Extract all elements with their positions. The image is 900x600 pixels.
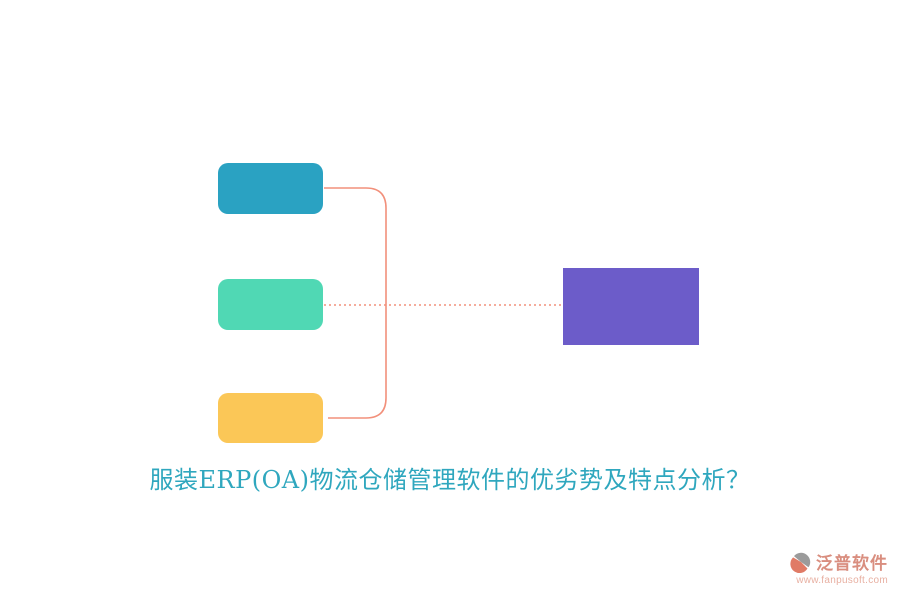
node-middle [218, 279, 323, 330]
brand-row: 泛普软件 [790, 549, 888, 574]
node-top [218, 163, 323, 214]
brand-name: 泛普软件 [816, 554, 888, 574]
node-bottom [218, 393, 323, 443]
bracket-connector [324, 187, 387, 419]
brand-watermark: 泛普软件 www.fanpusoft.com [790, 549, 888, 586]
fanpu-logo-icon [790, 551, 812, 573]
page-title: 服装ERP(OA)物流仓储管理软件的优劣势及特点分析？ [149, 466, 751, 494]
brand-url: www.fanpusoft.com [796, 575, 888, 586]
node-right [563, 268, 699, 345]
